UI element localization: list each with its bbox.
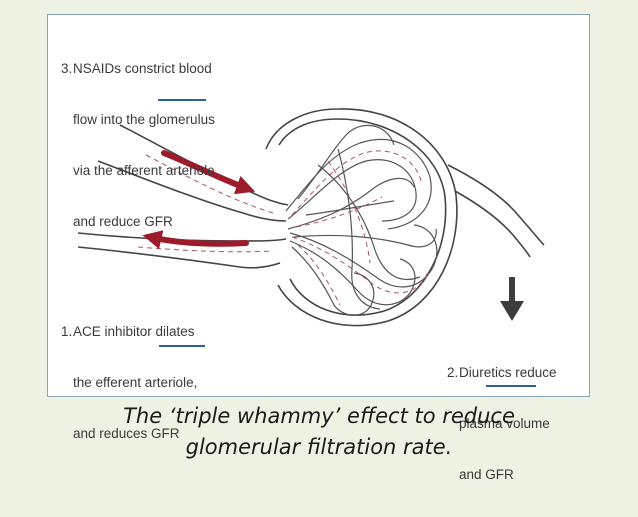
diuretics-line-3: and GFR xyxy=(459,467,514,482)
nsaids-line-3: via the afferent arteriole xyxy=(73,163,215,178)
caption-line-2: glomerular filtration rate. xyxy=(185,435,453,459)
figure-panel: 3.NSAIDs constrict blood flow into the g… xyxy=(47,14,590,482)
nsaids-line-4: and reduce GFR xyxy=(73,214,173,229)
figure-caption: The ‘triple whammy’ effect to reduce glo… xyxy=(0,401,638,463)
capillary-tuft xyxy=(285,124,438,316)
nsaids-line-1: NSAIDs constrict blood xyxy=(73,61,212,76)
bowmans-capsule xyxy=(265,108,545,327)
nsaids-number: 3. xyxy=(61,61,73,76)
ace-annotation: 1.ACE inhibitor dilates the efferent art… xyxy=(61,289,197,476)
diuretics-line-1: Diuretics reduce xyxy=(459,365,557,380)
ace-gfr-underline xyxy=(159,345,205,347)
diuretics-line-2: plasma volume xyxy=(459,416,550,431)
ace-number: 1. xyxy=(61,324,73,339)
efferent-outflow-arrow xyxy=(142,230,249,249)
nsaids-annotation: 3.NSAIDs constrict blood flow into the g… xyxy=(61,26,215,264)
nsaids-line-2: flow into the glomerulus xyxy=(73,112,215,127)
diuretic-down-arrow xyxy=(500,277,524,321)
caption-line-1: The ‘triple whammy’ effect to reduce xyxy=(123,404,515,428)
ace-line-1: ACE inhibitor dilates xyxy=(73,324,195,339)
nsaids-gfr-underline xyxy=(158,99,206,101)
glomerulus-diagram xyxy=(77,108,545,327)
afferent-inflow-arrow xyxy=(161,150,256,195)
ace-line-3: and reduces GFR xyxy=(73,426,180,441)
diuretics-gfr-underline xyxy=(486,385,536,387)
diuretics-annotation: 2.Diuretics reduce plasma volume and GFR xyxy=(447,330,557,517)
ace-line-2: the efferent arteriole, xyxy=(73,375,198,390)
capillary-flow-lines xyxy=(137,150,429,306)
diuretics-number: 2. xyxy=(447,365,459,380)
